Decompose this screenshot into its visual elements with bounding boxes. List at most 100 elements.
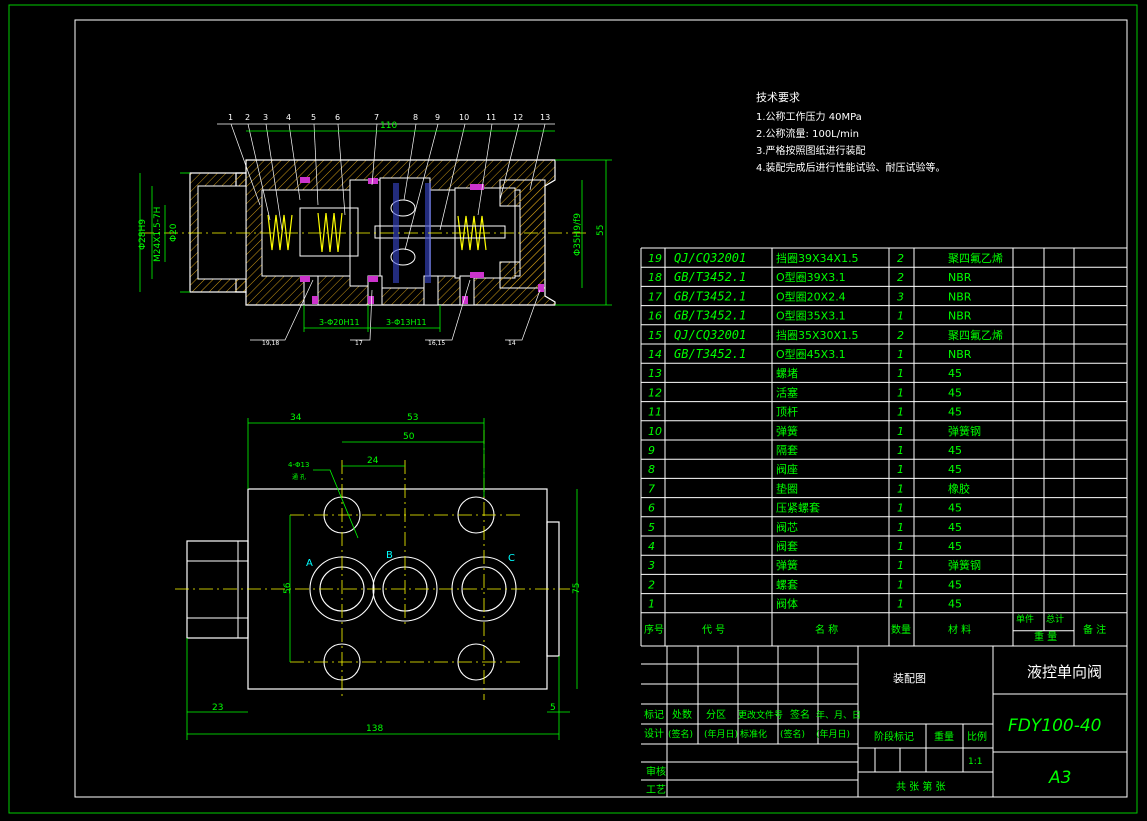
balloon-13: 13 (540, 113, 550, 122)
bom-cell-no: 18 (648, 271, 662, 284)
product-name: 液控单向阀 (1027, 663, 1102, 681)
bom-cell-material: 45 (948, 367, 962, 380)
bom-cell-qty: 1 (897, 482, 904, 495)
bom-cell-material: 45 (948, 502, 962, 515)
balloon-8: 8 (413, 113, 418, 122)
bom-cell-no: 2 (648, 578, 655, 591)
bom-cell-no: 13 (648, 367, 662, 380)
bom-cell-no: 11 (648, 406, 662, 419)
bom-cell-name: 垫圈 (776, 481, 798, 495)
requirement-1: 1.公称工作压力 40MPa (756, 110, 862, 123)
sheet-border (8, 4, 1138, 814)
bom-cell-qty: 1 (897, 540, 904, 553)
bom-cell-name: 阀体 (776, 597, 798, 611)
bom-cell-qty: 2 (897, 329, 904, 342)
bom-cell-name: O型圈20X2.4 (776, 289, 846, 303)
bom-cell-material: 45 (948, 444, 962, 457)
bom-cell-name: 活塞 (776, 385, 798, 399)
bom-cell-material: 45 (948, 598, 962, 611)
tb-zone: 分区 (706, 709, 726, 721)
dim-56: 56 (283, 582, 293, 594)
bom-row: 7 垫圈 1 橡胶 (648, 481, 970, 495)
bom-cell-code: GB/T3452.1 (674, 309, 746, 323)
bom-header-code: 代 号 (702, 624, 725, 636)
bom-cell-no: 17 (648, 290, 662, 303)
bom-cell-code: QJ/CQ32001 (674, 328, 746, 342)
dim-5: 5 (550, 703, 556, 713)
dim-phi35: Φ35H9/f9 (573, 213, 583, 256)
bom-cell-no: 7 (648, 482, 655, 495)
bom-cell-qty: 1 (897, 386, 904, 399)
bom-cell-material: 聚四氟乙烯 (948, 329, 1003, 342)
bom-cell-name: O型圈39X3.1 (776, 270, 846, 284)
spring-right (317, 212, 343, 253)
bom-header-material: 材 料 (948, 623, 971, 636)
balloon-2: 2 (245, 113, 250, 122)
bom-cell-material: 橡胶 (948, 481, 970, 495)
requirement-2: 2.公称流量: 100L/min (756, 127, 859, 140)
tb-review: 审核 (646, 765, 666, 778)
spring-left (267, 214, 293, 251)
bom-cell-no: 8 (648, 463, 655, 476)
bom-cell-material: 弹簧钢 (948, 424, 981, 438)
dim-75: 75 (572, 583, 582, 594)
bom-cell-material: 45 (948, 386, 962, 399)
tb-standard: 标准化 (740, 728, 767, 740)
end-plug (499, 179, 546, 289)
mounting-holes (323, 496, 495, 681)
section-dimension-text: 110 Φ28H9 M24X1.5-7H Φ20 Φ35H9/f9 55 3-Φ… (138, 121, 606, 327)
balloon-3: 3 (263, 113, 268, 122)
bom-cell-material: 45 (948, 578, 962, 591)
valve-core (299, 207, 359, 257)
bom-cell-code: GB/T3452.1 (674, 270, 746, 284)
bom-cell-no: 14 (648, 348, 662, 361)
bom-cell-name: 隔套 (776, 444, 798, 457)
plan-dimension-text: 34 53 50 24 56 75 23 5 138 4-Φ13 通 孔 (212, 413, 582, 734)
dim-holes-b: 3-Φ13H11 (386, 318, 427, 327)
tb-weight: 重量 (934, 730, 954, 743)
bom-cell-qty: 1 (897, 310, 904, 323)
technical-requirements: 技术要求 1.公称工作压力 40MPa 2.公称流量: 100L/min 3.严… (756, 91, 946, 174)
dim-phi20: Φ20 (169, 223, 179, 242)
tb-sign: 签名 (790, 708, 810, 721)
bom-cell-material: 45 (948, 540, 962, 553)
dim-holes-note: 通 孔 (292, 473, 306, 481)
dim-53: 53 (407, 413, 418, 423)
balloon-5: 5 (311, 113, 316, 122)
tb-design-date: (年月日) (704, 728, 738, 740)
balloon-19-18: 19,18 (262, 340, 279, 347)
bom-cell-no: 1 (648, 598, 655, 611)
bom-row: 15 QJ/CQ32001 挡圈35X30X1.5 2 聚四氟乙烯 (648, 328, 1003, 342)
bom-header-total: 总计 (1046, 613, 1064, 625)
bom-cell-qty: 1 (897, 521, 904, 534)
bom-cell-qty: 1 (897, 502, 904, 515)
tb-scale-label: 比例 (967, 730, 987, 743)
tb-mark: 标记 (644, 709, 664, 721)
balloon-4: 4 (286, 113, 291, 122)
bom-cell-qty: 1 (897, 444, 904, 457)
bom-cell-name: 螺套 (776, 578, 798, 591)
requirements-title: 技术要求 (756, 91, 800, 104)
tb-std-sign: (签名) (780, 728, 805, 740)
bom-header-name: 名 称 (815, 623, 838, 636)
section-dimension-lines (139, 130, 612, 332)
bom-header-note: 备 注 (1083, 623, 1106, 636)
title-block: 标记 处数 分区 更改文件号 签名 年、月、日 设计 (签名) (年月日) 标准… (641, 645, 1127, 797)
bom-cell-name: 阀芯 (776, 520, 798, 534)
dim-23: 23 (212, 703, 223, 713)
bom-cell-qty: 1 (897, 559, 904, 572)
bom-cell-no: 4 (648, 540, 655, 553)
port-a-label: A (306, 558, 313, 569)
bom-cell-no: 15 (648, 329, 662, 342)
bom-header-no: 序号 (644, 623, 664, 636)
bom-cell-name: 挡圈35X30X1.5 (776, 328, 859, 342)
balloon-12: 12 (513, 113, 523, 122)
